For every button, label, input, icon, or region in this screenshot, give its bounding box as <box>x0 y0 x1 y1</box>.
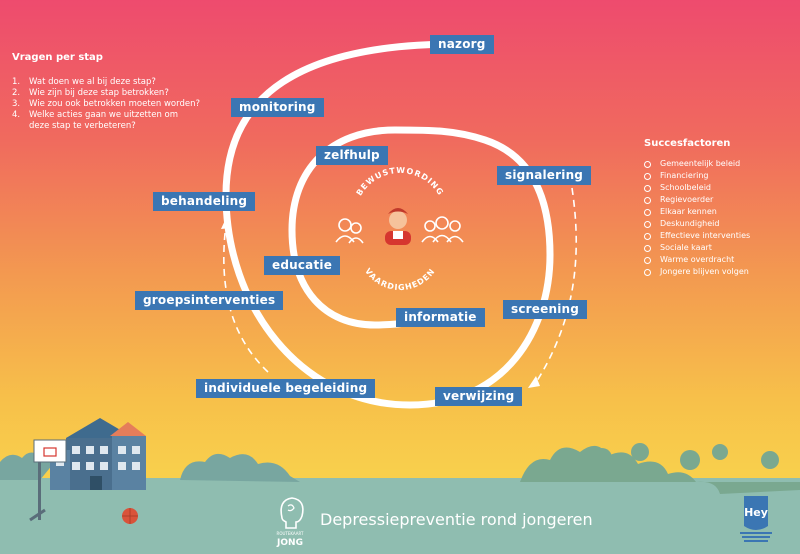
vragen-item: 2.Wie zijn bij deze stap betrokken? <box>12 88 169 98</box>
bullet-circle-icon <box>644 268 651 276</box>
succesfactor-item: Deskundigheid <box>644 218 750 230</box>
school-building-icon <box>50 418 146 490</box>
vragen-item: 3.Wie zou ook betrokken moeten worden? <box>12 99 200 109</box>
step-informatie: informatie <box>396 308 485 327</box>
step-verwijzing: verwijzing <box>435 387 523 406</box>
step-signalering: signalering <box>497 166 592 185</box>
arrowhead-right <box>528 376 540 388</box>
succesfactor-item: Sociale kaart <box>644 242 750 254</box>
vragen-item: 1.Wat doen we al bij deze stap? <box>12 77 156 87</box>
succesfactor-item: Financiering <box>644 170 750 182</box>
step-monitoring: monitoring <box>231 98 324 117</box>
footer-title: Depressiepreventie rond jongeren <box>320 510 593 529</box>
succesfactor-item: Schoolbeleid <box>644 182 750 194</box>
succesfactor-item: Gemeentelijk beleid <box>644 158 750 170</box>
arrowhead-left <box>221 216 231 229</box>
central-person-icon <box>385 208 411 245</box>
bullet-circle-icon <box>644 256 651 264</box>
bushes-left <box>0 452 300 482</box>
succesfactoren-panel: Succesfactoren Gemeentelijk beleid Finan… <box>644 138 750 278</box>
step-behandeling: behandeling <box>153 192 256 211</box>
succesfactor-item: Regievoerder <box>644 194 750 206</box>
step-groepsinterventies: groepsinterventies <box>135 291 284 310</box>
step-educatie: educatie <box>264 256 341 275</box>
routekaart-jong-logo: ROUTEKAART JONG <box>276 497 304 548</box>
dashed-arrow-right <box>534 187 578 385</box>
bullet-circle-icon <box>644 208 651 216</box>
succesfactor-item: Elkaar kennen <box>644 206 750 218</box>
succesfactor-item: Warme overdracht <box>644 254 750 266</box>
center-bottom-text: VAARDIGHEDEN <box>363 267 437 292</box>
vragen-item: 4.Welke acties gaan we uitzetten om deze… <box>12 110 179 131</box>
svg-text:JONG: JONG <box>276 538 303 548</box>
bullet-circle-icon <box>644 160 651 168</box>
step-individuele-begeleiding: individuele begeleiding <box>196 379 376 398</box>
bullet-circle-icon <box>644 220 651 228</box>
vragen-panel: Vragen per stap 1.Wat doen we al bij dez… <box>12 52 200 132</box>
people-left-icon <box>335 218 364 244</box>
basketball-hoop-icon <box>29 439 67 522</box>
bullet-circle-icon <box>644 232 651 240</box>
trees-right <box>520 443 800 494</box>
succesfactor-item: Jongere blijven volgen <box>644 266 750 278</box>
svg-text:ROUTEKAART: ROUTEKAART <box>277 531 304 536</box>
bullet-circle-icon <box>644 172 651 180</box>
succesfactor-item: Effectieve interventies <box>644 230 750 242</box>
vragen-list: 1.Wat doen we al bij deze stap? 2.Wie zi… <box>12 77 200 132</box>
step-screening: screening <box>503 300 588 319</box>
hey-logo: Hey <box>740 496 772 542</box>
bullet-circle-icon <box>644 244 651 252</box>
step-nazorg: nazorg <box>430 35 494 54</box>
step-zelfhulp: zelfhulp <box>316 146 388 165</box>
bullet-circle-icon <box>644 184 651 192</box>
succesfactoren-list: Gemeentelijk beleid Financiering Schoolb… <box>644 158 750 278</box>
people-right-icon <box>421 216 464 243</box>
svg-text:Hey: Hey <box>744 506 768 519</box>
center-top-text: BEWUSTWORDING <box>355 166 446 197</box>
succesfactoren-title: Succesfactoren <box>644 138 731 149</box>
vragen-title: Vragen per stap <box>12 52 103 63</box>
bullet-circle-icon <box>644 196 651 204</box>
